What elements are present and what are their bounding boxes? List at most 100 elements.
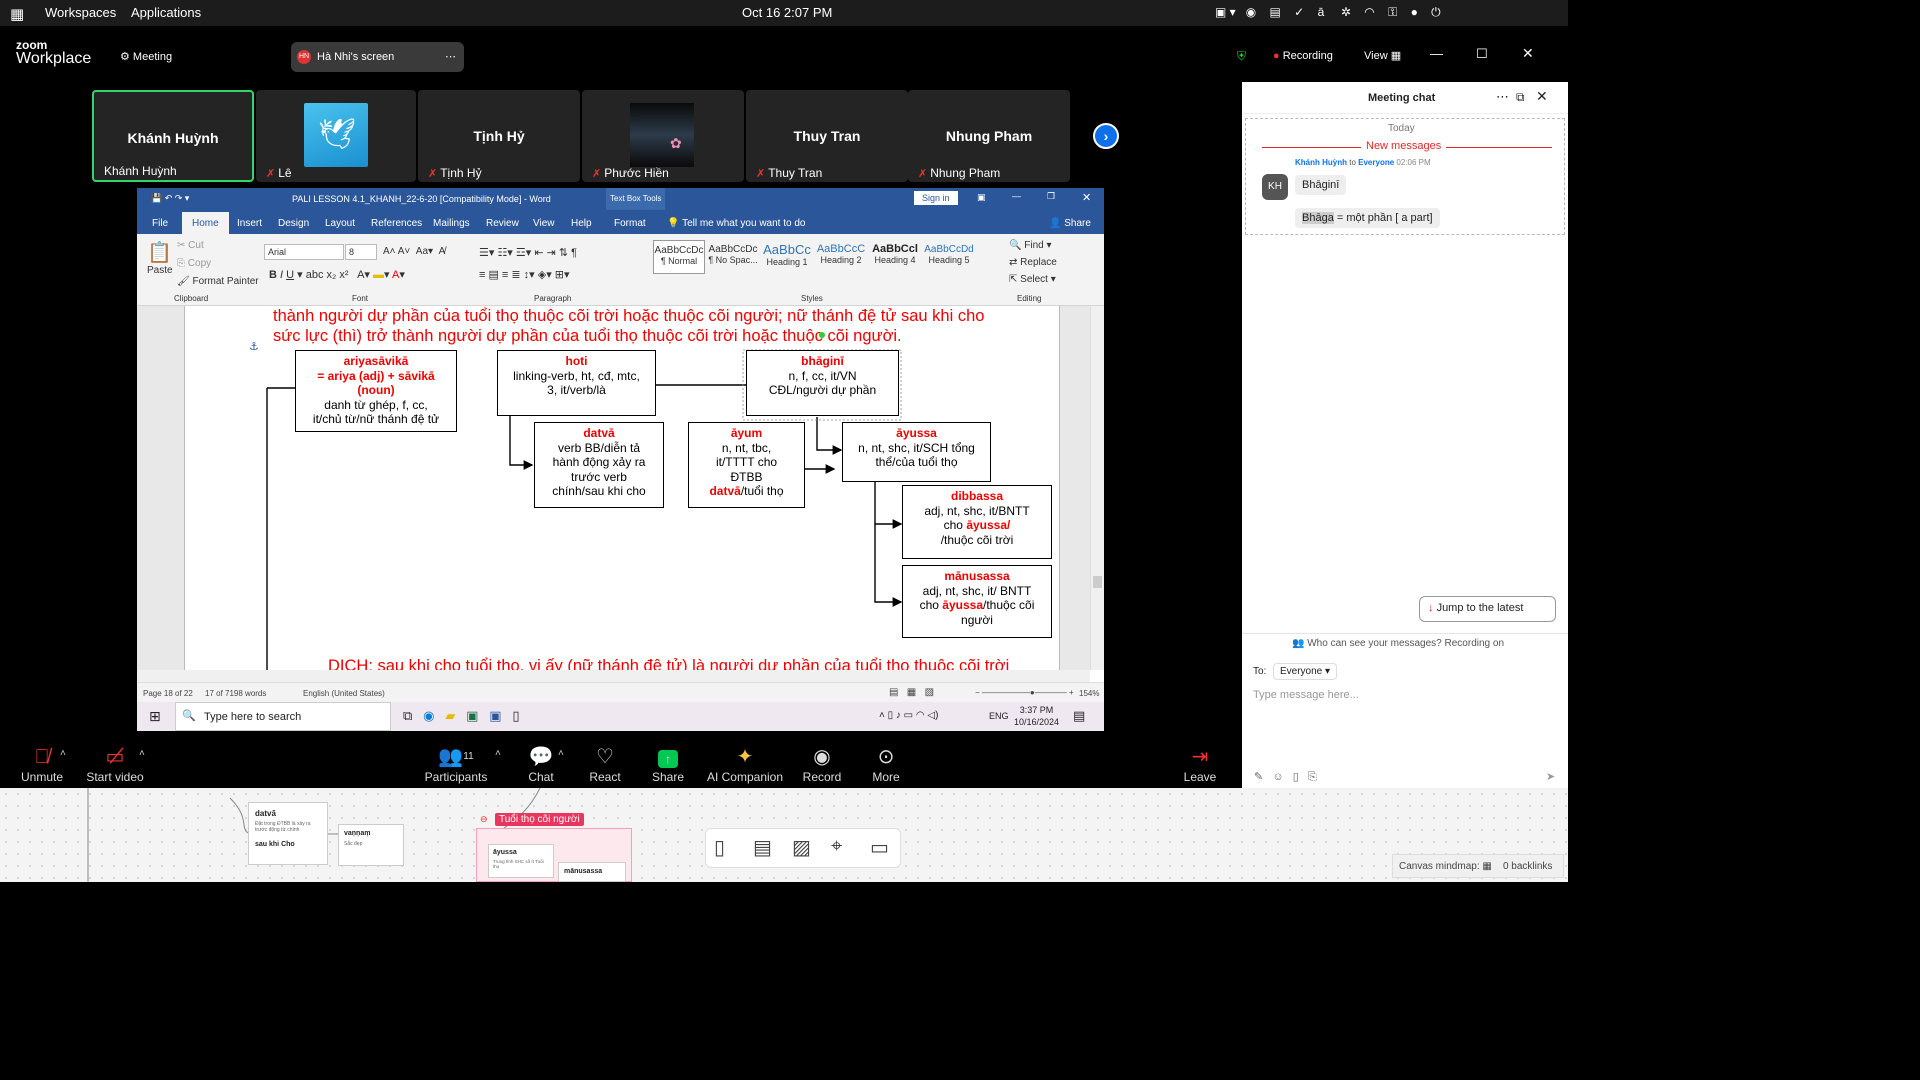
- box-hoti[interactable]: hoti linking-verb, ht, cđ, mtc, 3, it/ve…: [497, 350, 656, 416]
- message-input[interactable]: Type message here...: [1253, 689, 1359, 701]
- alignment-buttons[interactable]: ≡ ▤ ≡ ≣ ↕▾ ◈▾ ⊞▾: [479, 269, 570, 281]
- more-icon[interactable]: ⋯: [445, 51, 456, 63]
- participant-tile[interactable]: Khánh Huỳnh Khánh Huỳnh: [92, 90, 254, 182]
- select-button[interactable]: ⇱ Select ▾: [1009, 274, 1056, 285]
- participant-tile[interactable]: ✿ ✗Phước Hiền: [582, 90, 744, 182]
- replace-button[interactable]: ⇄ Replace: [1009, 257, 1057, 268]
- tray-icons[interactable]: ▣ ▾ ◉ ▤ ✓ ā ✲ ◠ ⚿ ● ⏻: [1215, 5, 1441, 19]
- start-video-button[interactable]: ▭̸Start video: [86, 746, 144, 784]
- tab-help[interactable]: Help: [571, 218, 592, 229]
- mindmap-node[interactable]: datvā Đặt trong ĐTBB là xảy ra trước độn…: [248, 802, 328, 865]
- mindmap-node[interactable]: mānusassa: [558, 862, 626, 882]
- box-manusassa[interactable]: mānusassa adj, nt, shc, it/ BNTT cho āyu…: [902, 565, 1052, 638]
- system-tray-icons[interactable]: ˄ ▯ ♪ ▭ ◠ ◁): [879, 710, 939, 721]
- chat-message[interactable]: Bhāga = một phần [ a part]: [1295, 208, 1440, 228]
- tab-mailings[interactable]: Mailings: [433, 218, 470, 229]
- tab-references[interactable]: References: [371, 218, 423, 229]
- style-normal[interactable]: AaBbCcDc¶ Normal: [653, 240, 705, 274]
- clock[interactable]: Oct 16 2:07 PM: [742, 5, 833, 20]
- pop-out-icon[interactable]: ⧉: [1516, 90, 1525, 104]
- participants-chevron[interactable]: ˄: [495, 748, 501, 759]
- chat-toolbar-icons[interactable]: ✎ ☺ ▯ ⎘: [1254, 771, 1317, 783]
- video-options-chevron[interactable]: ˄: [139, 748, 145, 759]
- tab-format[interactable]: Format: [614, 218, 646, 229]
- style-no-spacing[interactable]: AaBbCcDc¶ No Spac...: [708, 244, 758, 265]
- input-language[interactable]: ENG: [989, 711, 1009, 721]
- word-count[interactable]: 17 of 7198 words: [205, 689, 267, 698]
- view-button[interactable]: View ▦: [1364, 50, 1402, 62]
- react-button[interactable]: ♡React: [589, 746, 621, 784]
- chat-message[interactable]: Bhāginī: [1295, 175, 1347, 195]
- applications-menu[interactable]: Applications: [131, 5, 202, 20]
- recipient-select[interactable]: Everyone ▾: [1273, 663, 1338, 680]
- paste-button[interactable]: 📋Paste: [147, 242, 173, 276]
- tab-file[interactable]: File: [152, 218, 169, 229]
- ai-companion-button[interactable]: ✦AI Companion: [706, 746, 784, 784]
- maximize-button[interactable]: ☐: [1476, 46, 1488, 61]
- close-icon[interactable]: ✕: [1536, 88, 1548, 104]
- zoom-level[interactable]: 154%: [1079, 689, 1100, 698]
- font-size-field[interactable]: 8: [345, 244, 377, 260]
- list-buttons[interactable]: ☰▾ ☷▾ ☲▾ ⇤ ⇥ ⇅ ¶: [479, 247, 578, 259]
- box-ayussa[interactable]: āyussa n, nt, shc, it/SCH tổng thể/của t…: [842, 422, 991, 482]
- close-button[interactable]: ✕: [1522, 45, 1534, 61]
- workspaces-menu[interactable]: Workspaces: [45, 5, 117, 20]
- format-buttons[interactable]: B I U ▾ abc x₂ x² A▾ ▬▾ A▾: [269, 269, 405, 281]
- word-minimize-button[interactable]: —: [1012, 191, 1021, 201]
- horizontal-scrollbar[interactable]: [137, 670, 1090, 682]
- participant-tile[interactable]: 🕊 ✗Lê: [256, 90, 416, 182]
- box-dibbassa[interactable]: dibbassa adj, nt, shc, it/BNTT cho āyuss…: [902, 485, 1052, 559]
- tab-review[interactable]: Review: [486, 218, 519, 229]
- tab-insert[interactable]: Insert: [237, 218, 263, 229]
- mindmap-node[interactable]: vaṇṇaṃ Sắc đẹp: [338, 824, 404, 866]
- more-button[interactable]: ⊙More: [872, 746, 900, 784]
- text-card-icon[interactable]: ▤: [753, 837, 772, 859]
- jump-to-latest-button[interactable]: ↓ Jump to the latest: [1419, 596, 1556, 622]
- audio-options-chevron[interactable]: ˄: [60, 748, 66, 759]
- ribbon-display-icon[interactable]: ▣: [977, 192, 986, 202]
- image-card-icon[interactable]: ▨: [792, 837, 811, 859]
- collapse-icon[interactable]: ⊖: [480, 814, 488, 824]
- word-maximize-button[interactable]: ❐: [1047, 191, 1056, 201]
- tab-layout[interactable]: Layout: [325, 218, 356, 229]
- box-ayum[interactable]: āyum n, nt, tbc, it/TTTT cho ĐTBB datvā/…: [688, 422, 805, 508]
- minimize-button[interactable]: —: [1430, 46, 1443, 61]
- tab-design[interactable]: Design: [278, 218, 310, 229]
- find-button[interactable]: 🔍 Find ▾: [1009, 240, 1052, 251]
- zoom-slider[interactable]: − ——————●———— +: [975, 688, 1074, 697]
- word-close-button[interactable]: ✕: [1082, 192, 1092, 204]
- chat-button[interactable]: 💬Chat: [528, 746, 554, 784]
- vertical-scrollbar[interactable]: [1090, 306, 1104, 670]
- share-button[interactable]: 👤 Share: [1049, 218, 1091, 229]
- participant-tile[interactable]: Thuy Tran ✗Thuy Tran: [746, 90, 908, 182]
- leave-button[interactable]: ⇥Leave: [1183, 746, 1217, 784]
- taskbar-search[interactable]: 🔍 Type here to search: [175, 702, 391, 731]
- document-page[interactable]: thành người dự phần của tuổi thọ thuộc c…: [184, 306, 1060, 670]
- unmute-button[interactable]: 🎙̸Unmute: [20, 746, 64, 784]
- tab-view[interactable]: View: [533, 218, 555, 229]
- group-icon[interactable]: ▭: [870, 837, 889, 859]
- record-button[interactable]: ◉Record: [802, 746, 842, 784]
- share-screen-button[interactable]: ↑Share: [651, 750, 685, 784]
- capture-icon[interactable]: ⌖: [831, 835, 843, 857]
- save-icon[interactable]: 💾 ↶ ↷ ▾: [151, 193, 190, 203]
- box-ariyasavika[interactable]: ariyasāvikā = ariya (adj) + sāvikā (noun…: [295, 350, 457, 432]
- font-size-buttons[interactable]: A˄ A˅ Aa▾ A̸: [383, 246, 446, 257]
- box-datva[interactable]: datvā verb BB/diễn tả hành động xảy ra t…: [534, 422, 664, 508]
- workspace-grid-icon[interactable]: ▦: [10, 6, 25, 23]
- notification-icon[interactable]: ▤: [1073, 708, 1086, 723]
- chat-chevron[interactable]: ˄: [558, 748, 564, 759]
- taskbar-apps[interactable]: ⧉ ◉ ▰ ▣ ▣ ▯: [403, 708, 520, 723]
- participant-tile[interactable]: Tịnh Hỷ ✗Tịnh Hỷ: [418, 90, 580, 182]
- copy-button[interactable]: ⎘ Copy: [177, 258, 212, 269]
- chat-privacy-notice[interactable]: 👥 Who can see your messages? Recording o…: [1292, 638, 1505, 649]
- next-page-button[interactable]: ›: [1093, 123, 1119, 149]
- more-icon[interactable]: ⋯: [1496, 89, 1509, 104]
- windows-start-icon[interactable]: ⊞: [149, 708, 161, 724]
